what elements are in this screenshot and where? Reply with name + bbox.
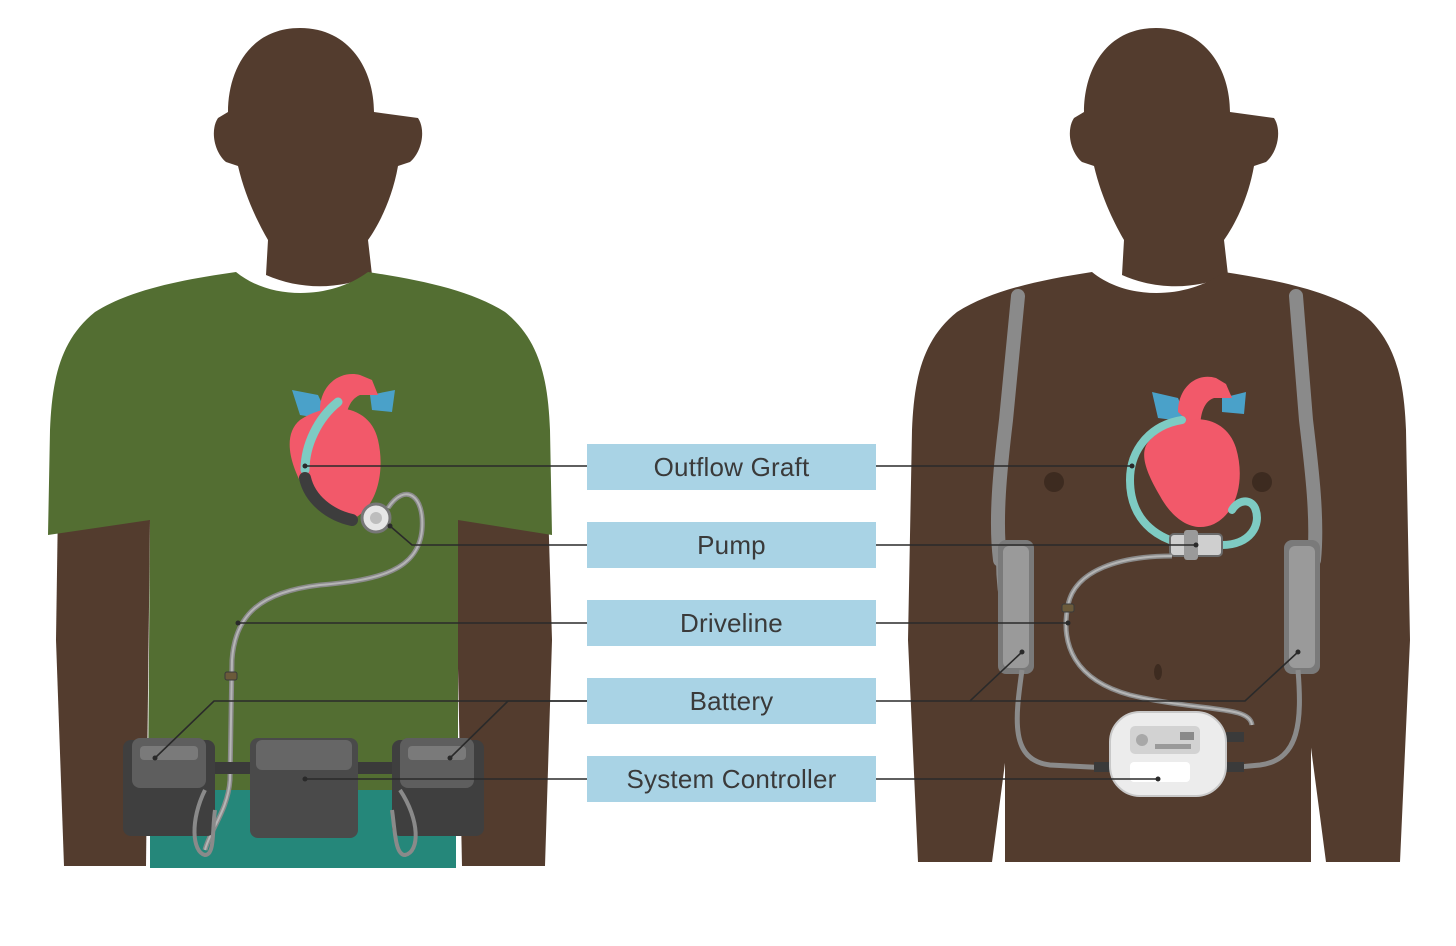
right-battery-left	[998, 540, 1034, 674]
pump-label: Pump	[587, 522, 876, 568]
right-figure	[908, 28, 1410, 862]
outflow-graft-label: Outflow Graft	[587, 444, 876, 490]
right-head	[1069, 28, 1279, 287]
driveline-label: Driveline	[587, 600, 876, 646]
leader-dots	[152, 463, 1301, 782]
left-figure	[48, 28, 552, 868]
right-battery-right	[1284, 540, 1320, 674]
right-system-controller	[1109, 711, 1227, 797]
right-torso	[908, 272, 1410, 862]
left-battery-left	[123, 738, 215, 836]
left-head	[213, 28, 423, 287]
left-outflow-graft	[300, 397, 343, 475]
system-controller-label: System Controller	[587, 756, 876, 802]
battery-label: Battery	[587, 678, 876, 724]
leader-lines	[154, 465, 1299, 780]
left-shirt	[48, 272, 552, 790]
left-battery-right	[392, 738, 484, 836]
right-outflow-graft	[1125, 416, 1186, 544]
right-heart	[1144, 419, 1240, 528]
left-graft-dark	[299, 472, 358, 526]
left-system-controller	[250, 738, 358, 838]
